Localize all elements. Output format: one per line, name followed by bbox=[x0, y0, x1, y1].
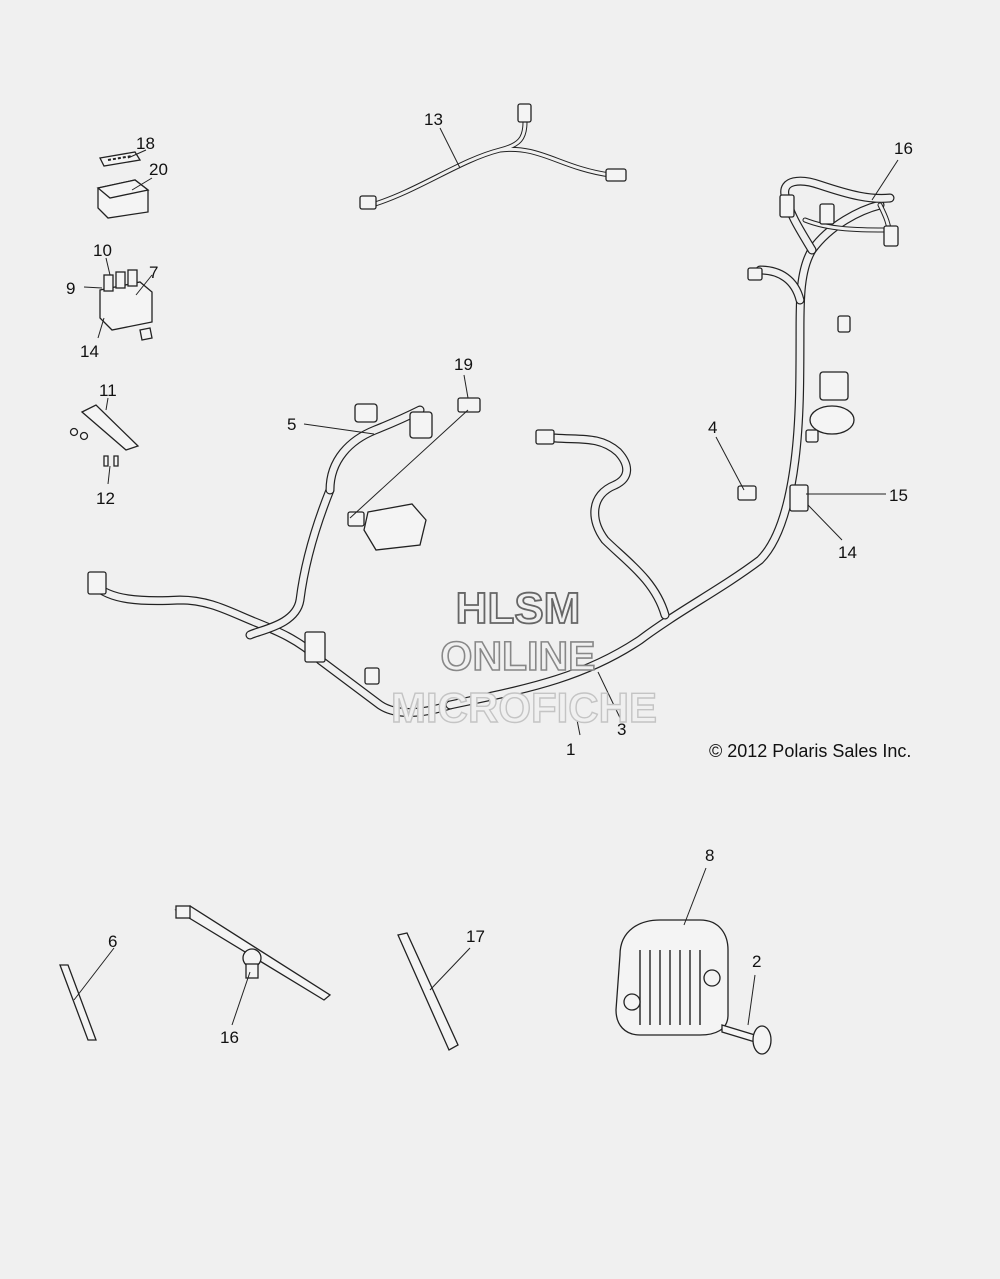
voltage-regulator-part-8 bbox=[615, 919, 729, 1036]
clips-part-12 bbox=[103, 455, 119, 467]
copyright-notice: © 2012 Polaris Sales Inc. bbox=[709, 741, 911, 761]
bolt-part-2 bbox=[721, 1024, 772, 1055]
callout-1: 1 bbox=[566, 740, 575, 759]
callout-4: 4 bbox=[708, 418, 717, 437]
callout-16-harness: 16 bbox=[894, 139, 913, 158]
main-wire-harness bbox=[87, 176, 899, 717]
callout-11: 11 bbox=[99, 381, 117, 400]
push-mount-tie-part-16 bbox=[174, 905, 332, 1001]
callout-7: 7 bbox=[149, 263, 158, 282]
cable-tie-part-6 bbox=[59, 964, 97, 1041]
callout-19: 19 bbox=[454, 355, 473, 374]
callout-labels: 1 2 3 4 5 6 7 8 9 10 11 12 13 14 14 15 1… bbox=[66, 110, 913, 1047]
callout-14-fuse-box: 14 bbox=[80, 342, 99, 361]
callout-20: 20 bbox=[149, 160, 168, 179]
fuse-box-assembly bbox=[96, 151, 153, 341]
bracket-part-11 bbox=[69, 404, 140, 451]
callout-18: 18 bbox=[136, 134, 155, 153]
callout-17: 17 bbox=[466, 927, 485, 946]
callout-2: 2 bbox=[752, 952, 761, 971]
callout-14-harness: 14 bbox=[838, 543, 857, 562]
harness-part-13 bbox=[359, 103, 627, 210]
connector-part-19 bbox=[457, 397, 481, 413]
callout-15: 15 bbox=[889, 486, 908, 505]
callout-12: 12 bbox=[96, 489, 115, 508]
callout-16-tie: 16 bbox=[220, 1028, 239, 1047]
callout-5: 5 bbox=[287, 415, 296, 434]
callout-6: 6 bbox=[108, 932, 117, 951]
watermark-line-1: HLSM bbox=[456, 584, 581, 633]
callout-10: 10 bbox=[93, 241, 112, 260]
leader-lines bbox=[73, 127, 899, 1026]
callout-13: 13 bbox=[424, 110, 443, 129]
callout-3: 3 bbox=[617, 720, 626, 739]
watermark-line-3: MICROFICHE bbox=[391, 684, 657, 731]
callout-8: 8 bbox=[705, 846, 714, 865]
cable-tie-part-17 bbox=[397, 932, 459, 1051]
watermark: HLSM ONLINE MICROFICHE bbox=[390, 583, 657, 732]
watermark-line-2: ONLINE bbox=[441, 633, 596, 679]
callout-9: 9 bbox=[66, 279, 75, 298]
